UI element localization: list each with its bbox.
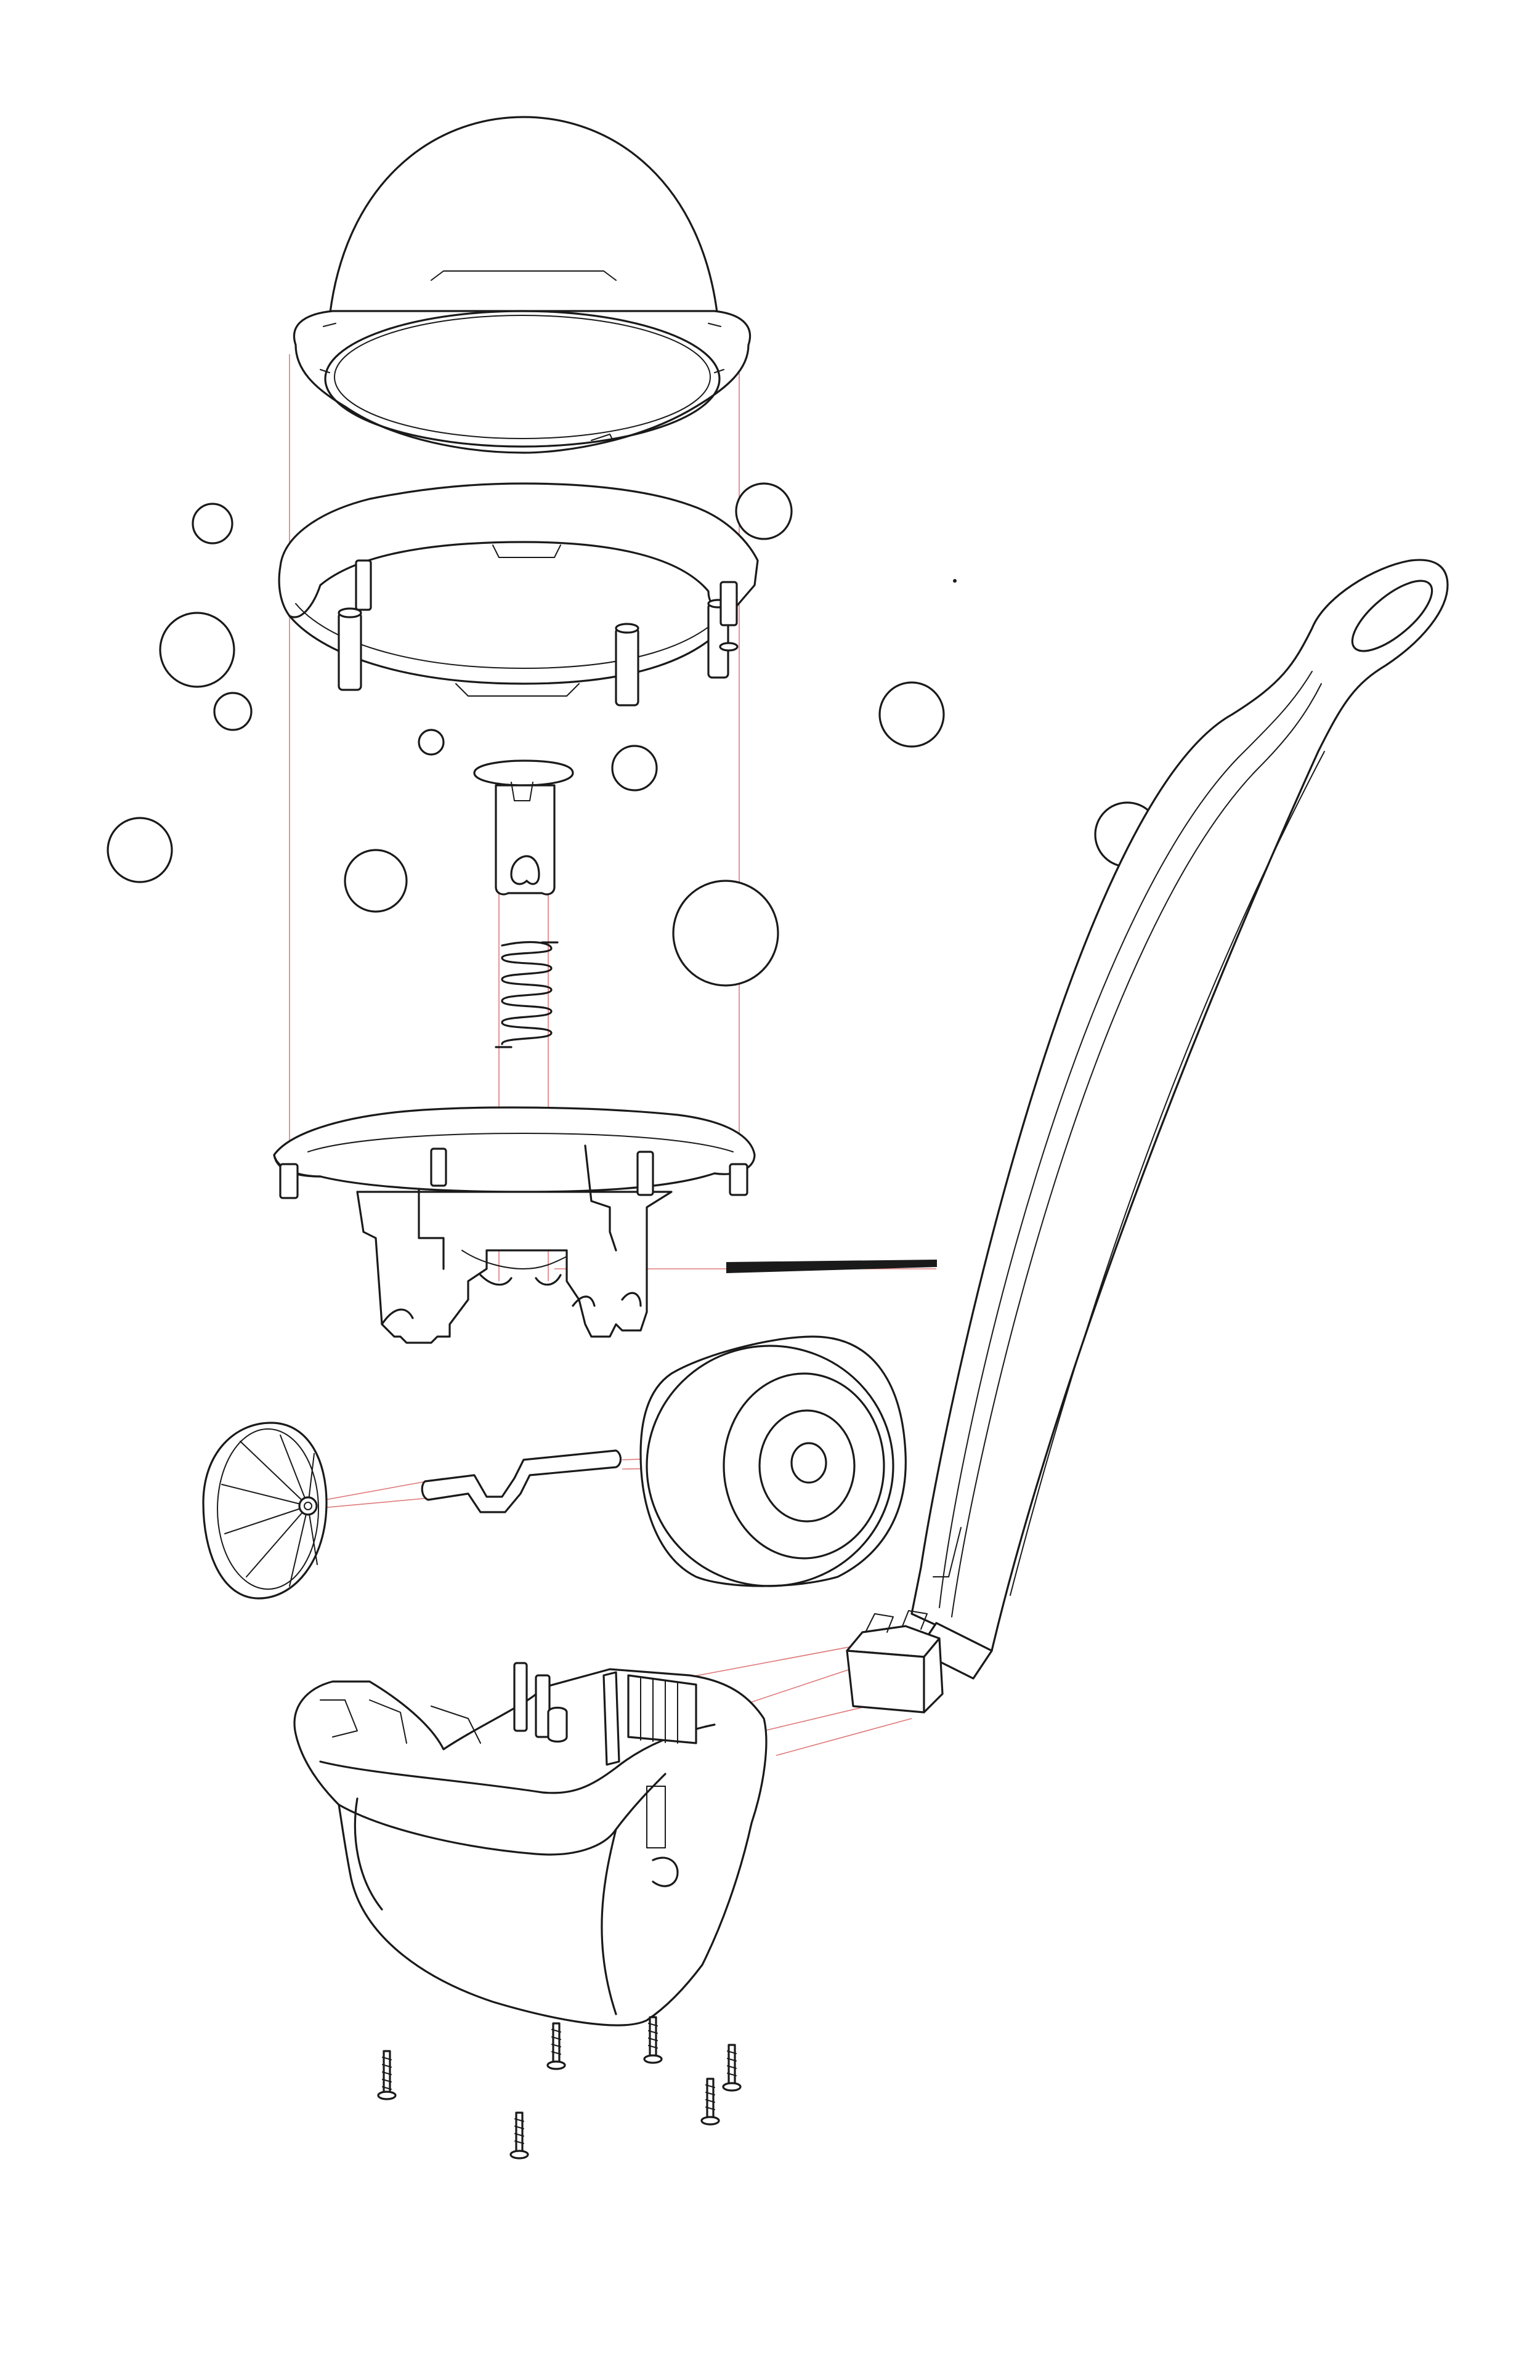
bubble [159,612,235,688]
screw [509,2111,529,2159]
screw [546,2022,566,2070]
bubble [672,880,779,987]
axle-pin [726,1259,937,1274]
bubble [192,503,233,544]
crank-axle [421,1449,622,1513]
bubble [611,745,658,791]
fan-wheel [202,1422,328,1600]
bubble [107,817,173,883]
screws [377,2016,742,2159]
screw [377,2050,397,2100]
chassis [293,1662,768,2026]
dome-cover [293,116,752,454]
decorative-bubbles [107,482,1161,987]
bubble [418,729,445,756]
push-handle [910,559,1449,1680]
spring [495,941,559,1048]
drive-wheel [639,1335,907,1587]
bubble [213,692,253,731]
bubble [735,482,793,540]
bubble [344,849,408,913]
bubble [878,681,945,748]
top-ring [278,482,759,706]
handle-connector-block [846,1610,944,1714]
screw [722,2044,742,2092]
screw [643,2016,663,2064]
plunger [473,759,574,896]
bubble [953,579,957,583]
base-plate [273,1106,756,1344]
screw [700,2078,720,2126]
